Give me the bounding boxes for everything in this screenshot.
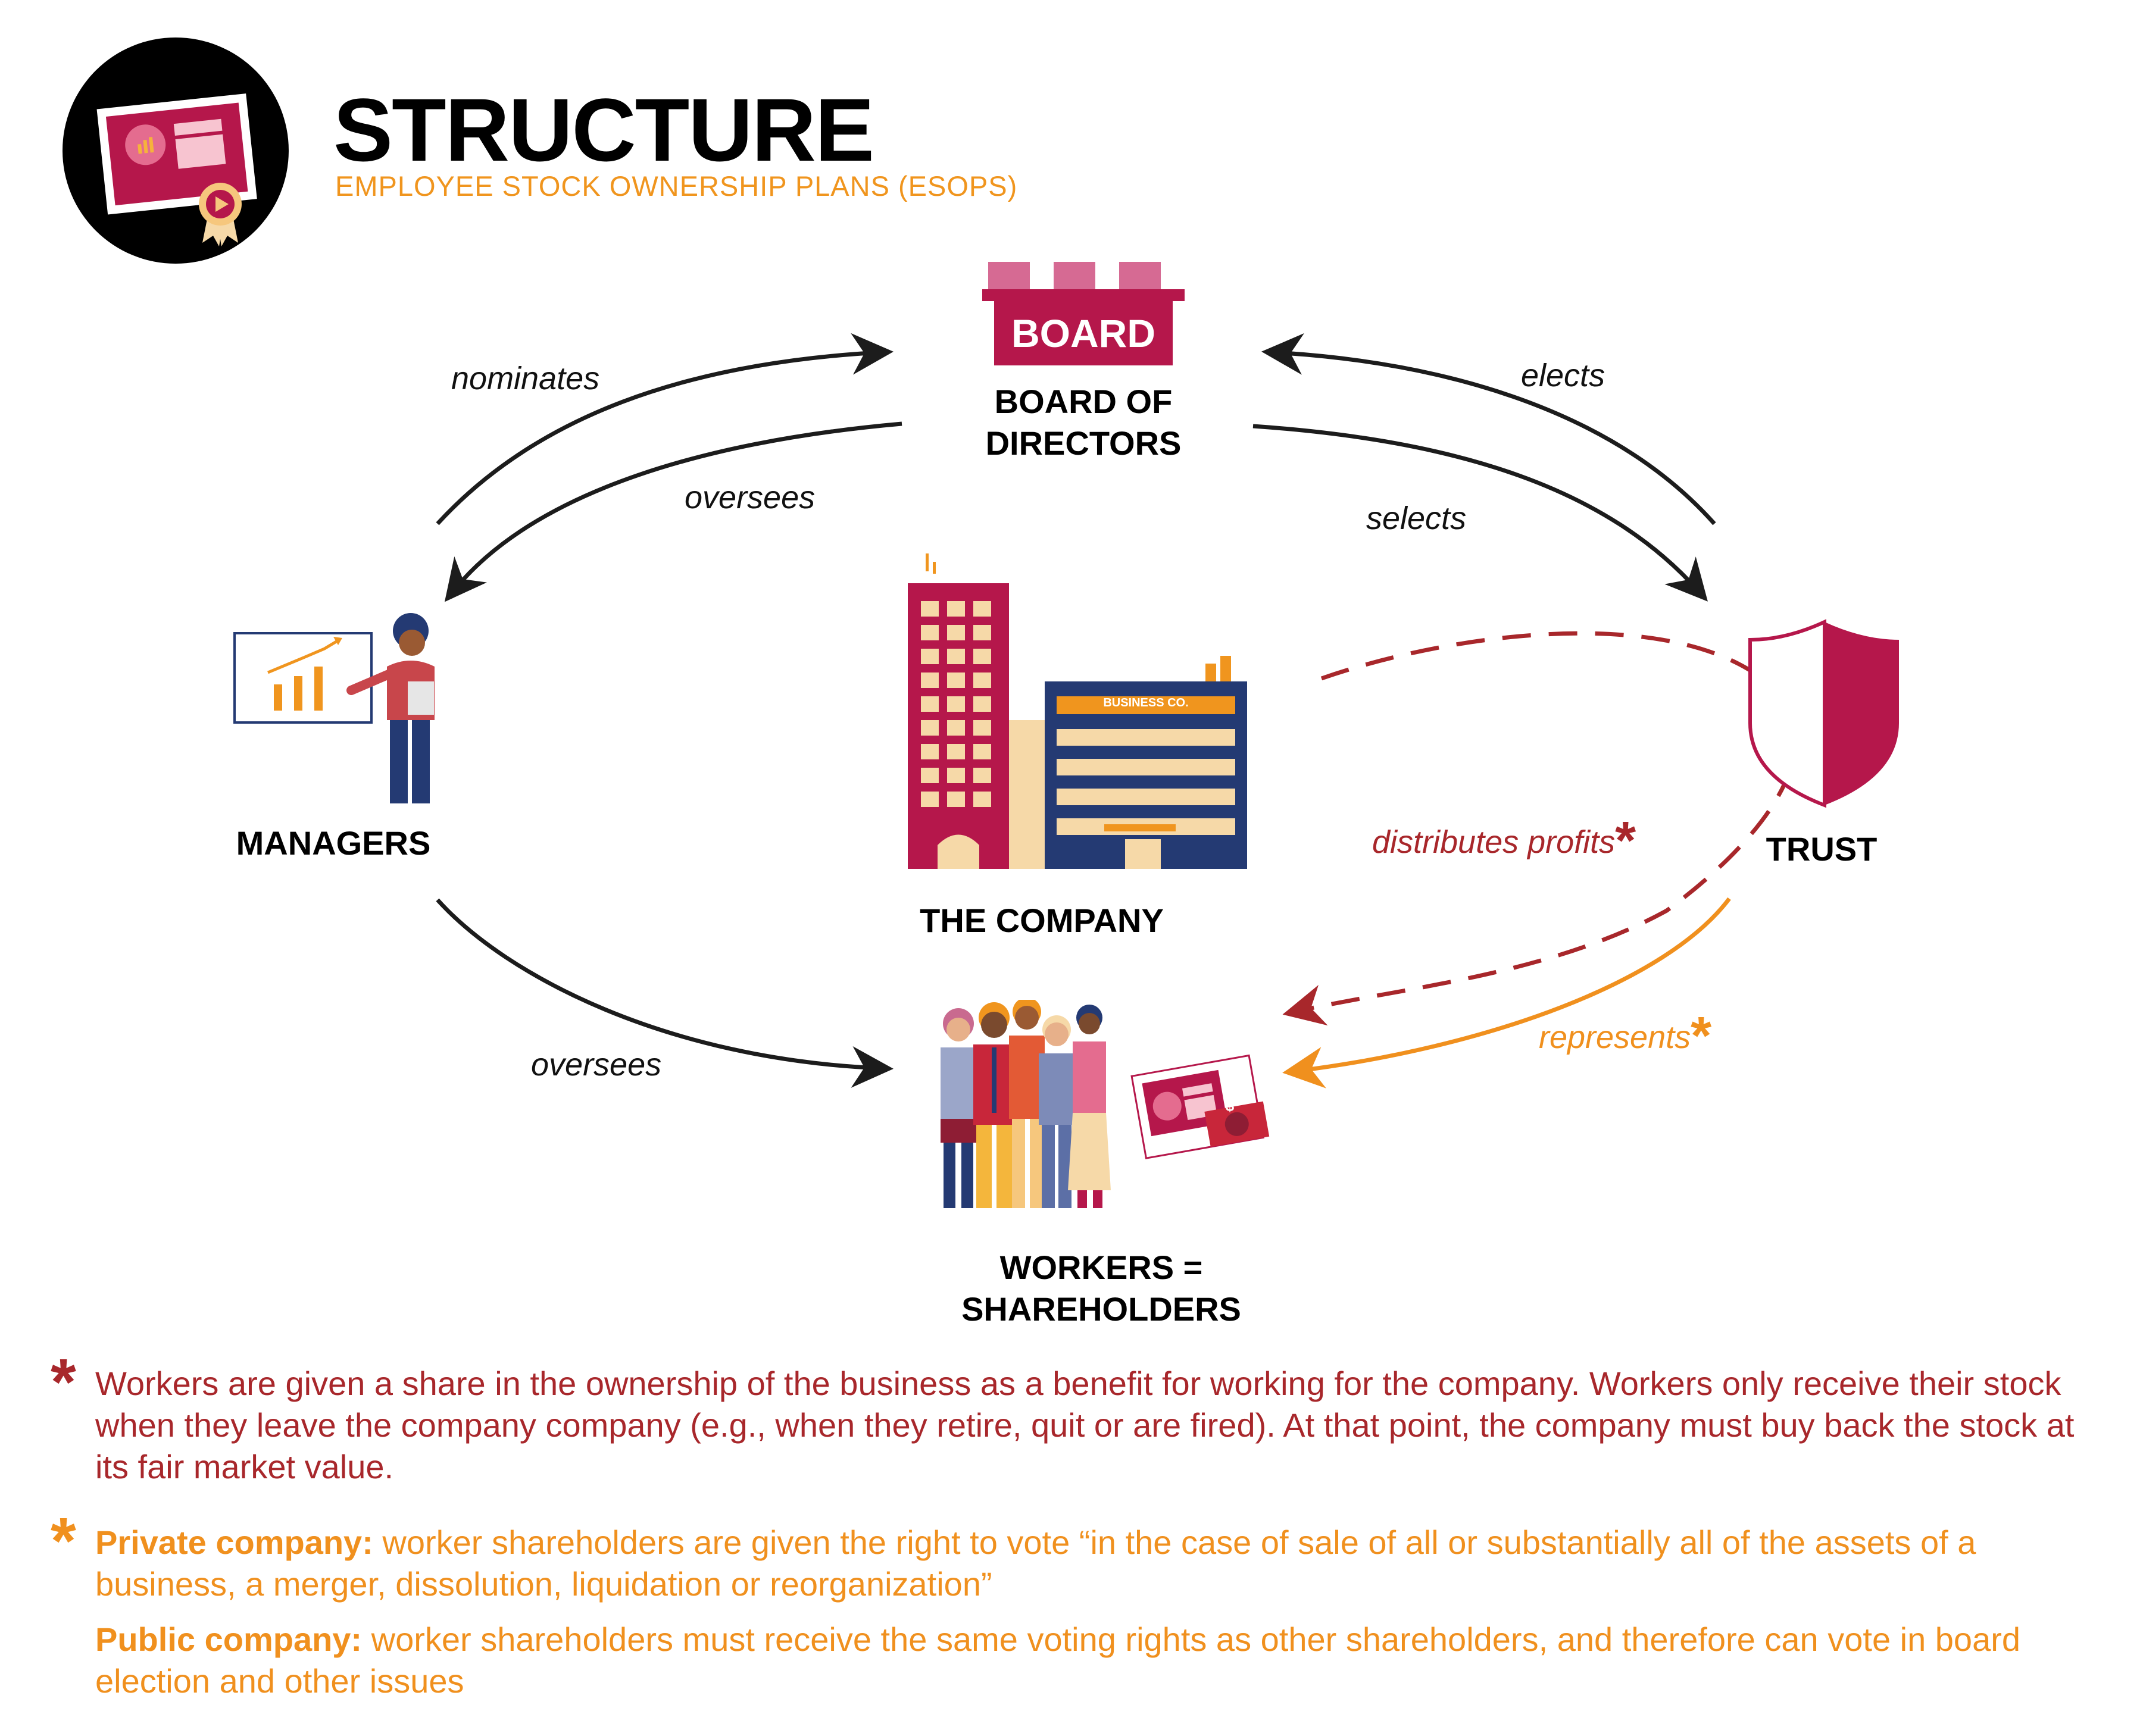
certificate-badge-icon — [63, 37, 289, 264]
company-label: THE COMPANY — [920, 902, 1164, 939]
board-of-directors-label: BOARD OF DIRECTORS — [905, 381, 1262, 464]
arrow-oversees-managers — [444, 421, 902, 602]
edge-label-selects: selects — [1366, 501, 1467, 536]
tower-window — [921, 768, 939, 783]
arrow-nominates — [436, 333, 894, 526]
private-company-text: worker shareholders are given the right … — [95, 1524, 1976, 1603]
represents-star: * — [1691, 1006, 1712, 1066]
tower-window — [973, 768, 991, 783]
board-sign: BOARD — [1011, 311, 1155, 355]
dollar-sign: $ — [1225, 1097, 1235, 1115]
distributes-profits-star: * — [1615, 811, 1636, 871]
footnote-star-orange: * — [51, 1504, 76, 1578]
tower-window — [947, 744, 965, 759]
edge-label-oversees-workers: oversees — [531, 1047, 662, 1083]
tower-window — [921, 601, 939, 617]
tower-window — [973, 649, 991, 664]
edge-label-represents: represents* — [1539, 1009, 1711, 1063]
represents-text: represents — [1539, 1019, 1691, 1055]
tower-window — [947, 625, 965, 640]
board-label-line1: BOARD OF — [994, 383, 1173, 420]
trust-label: TRUST — [1766, 830, 1878, 868]
tower-window — [921, 744, 939, 759]
tower-window — [921, 720, 939, 736]
tower-window — [973, 625, 991, 640]
arrow-selects — [1252, 424, 1708, 602]
page-title: STRUCTURE — [333, 80, 874, 180]
manager-presenting-icon — [233, 613, 435, 803]
company-sign: BUSINESS CO. — [1103, 696, 1189, 709]
edge-label-nominates: nominates — [451, 361, 600, 396]
tower-window — [947, 696, 965, 712]
tower-window — [947, 720, 965, 736]
company-buildings-icon — [908, 553, 1247, 869]
tower-window — [973, 744, 991, 759]
tower-window — [921, 672, 939, 688]
tower-window — [947, 768, 965, 783]
footnote-public-company: Public company: worker shareholders must… — [95, 1619, 2107, 1702]
managers-label: MANAGERS — [236, 824, 431, 862]
arrow-elects — [1261, 333, 1716, 526]
tower-window — [973, 792, 991, 807]
edge-label-oversees-managers: oversees — [685, 480, 816, 515]
tower-window — [973, 601, 991, 617]
tower-window — [921, 792, 939, 807]
footnote-workers-share: Workers are given a share in the ownersh… — [95, 1365, 2075, 1485]
public-company-label: Public company: — [95, 1621, 363, 1658]
tower-window — [921, 625, 939, 640]
workers-label-line2: SHAREHOLDERS — [961, 1290, 1241, 1328]
arrow-oversees-workers — [436, 898, 894, 1088]
tower-window — [921, 696, 939, 712]
workers-label-line1: WORKERS = — [999, 1249, 1203, 1286]
tower-window — [947, 601, 965, 617]
tower-window — [947, 672, 965, 688]
board-building-icon — [982, 262, 1185, 365]
tower-window — [973, 720, 991, 736]
footnote-private-company: Private company: worker shareholders are… — [95, 1522, 2107, 1605]
tower-window — [921, 649, 939, 664]
workers-shareholders-label: WORKERS = SHAREHOLDERS — [893, 1247, 1310, 1330]
private-company-label: Private company: — [95, 1524, 373, 1561]
edge-label-elects: elects — [1521, 358, 1605, 393]
tower-window — [973, 672, 991, 688]
tower-window — [947, 792, 965, 807]
page-subtitle: EMPLOYEE STOCK OWNERSHIP PLANS (ESOPS) — [335, 170, 1018, 202]
footnote-star-red: * — [51, 1346, 76, 1419]
public-company-text: worker shareholders must receive the sam… — [95, 1621, 2021, 1700]
edge-label-distributes-profits: distributes profits* — [1372, 814, 1636, 868]
tower-window — [947, 649, 965, 664]
trust-shield-icon — [1748, 619, 1899, 808]
arrow-distributes-profits — [1282, 631, 1798, 1026]
workers-group-icon — [941, 1000, 1270, 1208]
distributes-profits-text: distributes profits — [1372, 824, 1616, 860]
tower-window — [973, 696, 991, 712]
arrow-represents — [1282, 897, 1731, 1088]
board-label-line2: DIRECTORS — [985, 424, 1182, 462]
